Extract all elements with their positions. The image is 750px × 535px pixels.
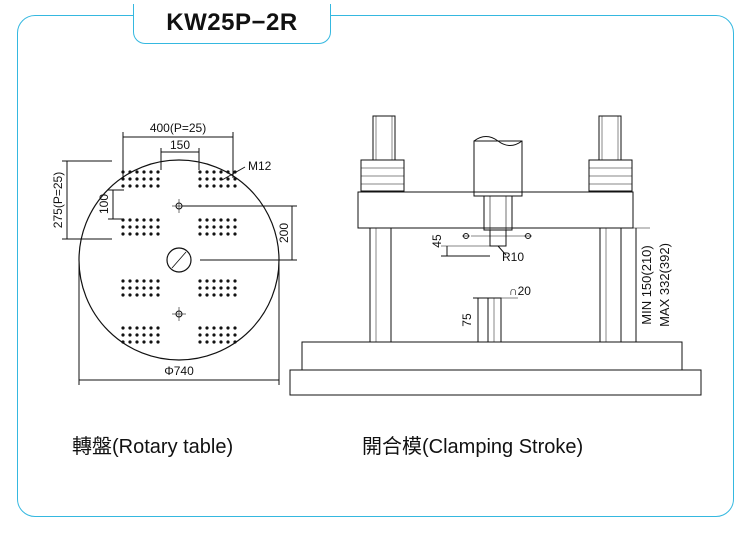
hole-cluster-lower-left xyxy=(121,279,160,297)
dim-inner-label: 150 xyxy=(170,138,190,152)
rotary-table-drawing xyxy=(62,132,297,385)
hole-cluster-mid-right xyxy=(198,218,237,236)
hole-cluster-mid-left xyxy=(121,218,160,236)
dim-45-label: 45 xyxy=(430,234,444,248)
dim-75-label: 75 xyxy=(460,313,474,327)
stroke-min-label: MIN 150(210) xyxy=(639,245,654,324)
ram xyxy=(483,195,513,231)
hole-cluster-bottom-left xyxy=(121,326,160,344)
hole-pattern xyxy=(121,170,237,344)
dim-right-label: 200 xyxy=(277,223,291,243)
diameter-label: Φ740 xyxy=(164,364,194,378)
dim-inner-left-label: 100 xyxy=(97,194,111,214)
dim-20-label: ∩20 xyxy=(509,284,531,298)
model-title: KW25P−2R xyxy=(166,9,298,36)
stroke-max-label: MAX 332(392) xyxy=(657,243,672,327)
left-column xyxy=(369,227,392,343)
clamping-drawing xyxy=(289,115,702,396)
rotary-table-labels: 400(P=25) 150 M12 275(P=25) 100 200 Φ740 xyxy=(51,121,291,378)
machine-base xyxy=(289,369,702,396)
right-column xyxy=(599,227,622,343)
right-column-top xyxy=(598,115,622,161)
clamping-stroke-caption: 開合模(Clamping Stroke) xyxy=(362,436,584,458)
diagram-frame xyxy=(17,15,734,517)
radius-label: R10 xyxy=(502,250,524,264)
hole-cluster-lower-right xyxy=(198,279,237,297)
left-column-top xyxy=(372,115,396,161)
moving-platen xyxy=(357,191,634,229)
hydraulic-cylinder xyxy=(473,140,523,197)
lower-die xyxy=(487,297,502,343)
clamping-labels: 45 R10 ∩20 75 MIN 150(210) MAX 332(392) xyxy=(430,234,672,327)
title-tab xyxy=(133,4,331,44)
upper-die xyxy=(489,229,507,247)
hole-cluster-top-right xyxy=(198,170,237,188)
center-hole xyxy=(166,247,192,273)
left-nut xyxy=(360,159,405,192)
hole-cluster-bottom-right xyxy=(198,326,237,344)
thread-label: M12 xyxy=(248,159,272,173)
right-nut xyxy=(588,159,633,192)
hole-cluster-top-left xyxy=(121,170,160,188)
fixed-platen xyxy=(301,341,683,371)
rotary-table-caption: 轉盤(Rotary table) xyxy=(72,436,234,458)
dim-left-label: 275(P=25) xyxy=(51,172,65,228)
dim-width-label: 400(P=25) xyxy=(150,121,206,135)
